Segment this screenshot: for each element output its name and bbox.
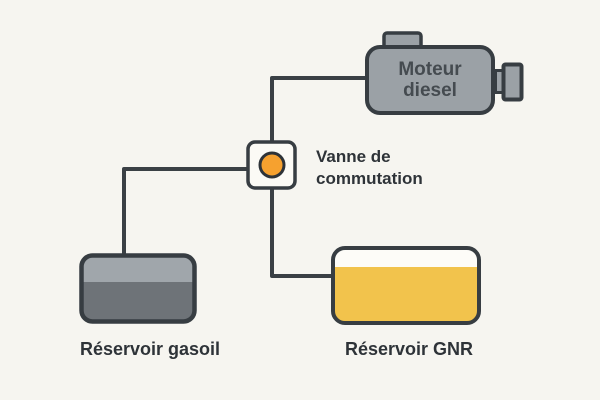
- diesel-tank-outline: [79, 253, 197, 324]
- gnr-tank-label: Réservoir GNR: [344, 339, 474, 359]
- pipe-valve-to-diesel-tank: [122, 167, 247, 255]
- gnr-tank-outline: [331, 246, 481, 325]
- engine-label-line2: diesel: [403, 80, 457, 101]
- switch-valve: [246, 140, 297, 190]
- engine-label: Moteur diesel: [365, 59, 495, 101]
- engine-flange: [501, 62, 524, 102]
- diesel-tank-fuel-light: [81, 255, 195, 282]
- gnr-tank: [331, 246, 481, 325]
- pipe-valve-to-engine: [270, 76, 365, 141]
- valve-label-line2: commutation: [316, 169, 423, 188]
- valve-label-line1: Vanne de: [316, 147, 391, 166]
- engine-body: [365, 45, 495, 115]
- diesel-tank: [79, 253, 197, 324]
- pipe-valve-to-gnr-tank: [270, 188, 334, 278]
- valve-indicator-icon: [258, 151, 286, 179]
- diesel-tank-label: Réservoir gasoil: [79, 339, 221, 359]
- valve-label: Vanne de commutation: [316, 146, 423, 190]
- diesel-engine: [365, 31, 524, 115]
- engine-label-line1: Moteur: [398, 59, 462, 80]
- gnr-tank-fuel: [333, 267, 479, 323]
